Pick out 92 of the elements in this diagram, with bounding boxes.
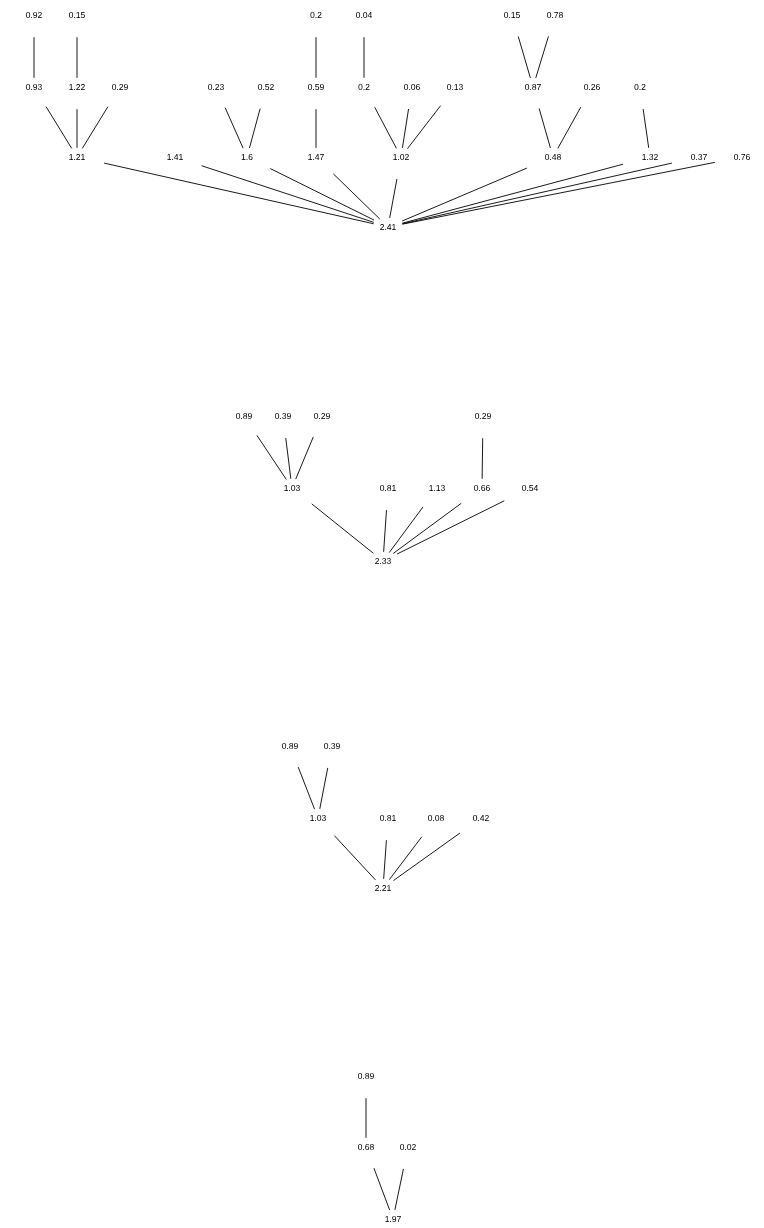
tree-branch [76,108,78,149]
number-label: 1.03 [310,815,326,821]
number-label: 1.13 [429,485,445,491]
number-label: 0.15 [504,12,520,18]
tree-branch [103,162,375,225]
tree-branch [388,506,424,554]
tree-branch [393,832,461,881]
tree-branch [517,36,531,79]
tree-branch [249,108,261,149]
tree-branch [383,509,387,553]
number-label: 0.06 [404,84,420,90]
tree-branch [319,767,329,810]
tree-branch [481,437,484,480]
number-label: 0.2 [358,84,370,90]
number-label: 2.41 [380,224,396,230]
number-label: 0.08 [428,815,444,821]
tree-branch [557,106,582,149]
number-label: 1.97 [385,1216,401,1222]
tree-branch [285,437,292,480]
number-label: 0.89 [282,743,298,749]
number-label: 0.02 [400,1144,416,1150]
number-label: 1.02 [393,154,409,160]
tree-branch [315,108,317,149]
number-label: 0.87 [525,84,541,90]
tree-branch [392,502,462,554]
number-label: 0.29 [314,413,330,419]
tree-branch [333,835,376,881]
tree-branch [365,1097,367,1139]
tree-branch [401,163,624,224]
number-label: 1.03 [284,485,300,491]
tree-branch [407,105,442,150]
tree-branch [642,108,650,149]
number-label: 0.13 [447,84,463,90]
tree-branch [45,106,73,149]
tree-branch [373,1167,391,1211]
number-label: 0.23 [208,84,224,90]
number-label: 0.59 [308,84,324,90]
number-label: 0.54 [522,485,539,491]
number-label: 0.78 [547,12,563,18]
number-label: 0.81 [380,485,396,491]
number-label: 0.81 [380,815,396,821]
number-label: 0.2 [310,12,322,18]
tree-branch [394,1168,404,1211]
number-label: 0.89 [358,1073,374,1079]
tree-branch [402,108,409,149]
number-label: 0.04 [356,12,373,18]
number-label: 0.68 [358,1144,374,1150]
number-label: 0.92 [26,12,42,18]
number-label: 0.2 [634,84,646,90]
tree-branch [311,503,374,554]
tree-branch [81,106,109,149]
number-label: 1.41 [167,154,183,160]
number-label: 0.42 [473,815,489,821]
tree-branch [269,168,375,221]
tree-branch [538,108,551,149]
tree-branch [396,500,505,555]
tree-branch [201,165,375,223]
number-label: 0.89 [236,413,252,419]
tree-branch [295,436,314,480]
tree-branch [374,106,397,149]
number-label: 1.21 [69,154,85,160]
number-label: 1.6 [241,154,253,160]
number-label: 0.52 [258,84,274,90]
tree-branch [256,434,287,480]
tree-branch [315,36,317,79]
number-label: 1.22 [69,84,85,90]
tree-branch [363,36,365,79]
number-label: 0.29 [475,413,491,419]
tree-branch [297,766,315,810]
tree-branch [389,178,398,219]
tree-branch [401,167,528,222]
number-label: 0.39 [275,413,291,419]
number-label: 1.47 [308,154,324,160]
number-label: 1.32 [642,154,658,160]
number-label: 0.15 [69,12,85,18]
number-label: 2.33 [375,558,391,564]
number-label: 0.26 [584,84,600,90]
tree-branch [333,173,381,220]
number-label: 0.76 [734,154,750,160]
number-label: 0.66 [474,485,490,491]
tree-branch [224,107,244,149]
tree-branch [33,36,35,79]
tree-branch [388,836,423,881]
tree-branch [535,36,549,79]
number-label: 0.93 [26,84,42,90]
tree-branch [76,36,78,79]
number-label: 0.37 [691,154,707,160]
tree-branch [383,839,387,880]
number-label: 2.21 [375,885,391,891]
number-label: 0.39 [324,743,340,749]
number-label: 0.29 [112,84,128,90]
number-label: 0.48 [545,154,561,160]
